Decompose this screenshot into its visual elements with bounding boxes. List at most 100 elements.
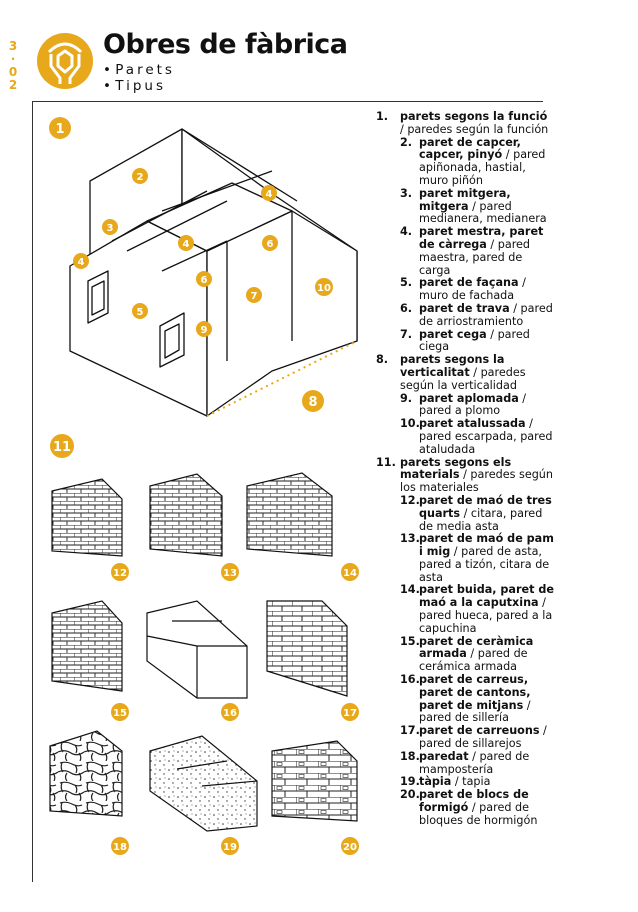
list-item-number: 1. — [376, 111, 388, 124]
list-item-number: 9. — [400, 393, 412, 406]
wall-illustrations — [50, 473, 357, 831]
svg-text:18: 18 — [113, 842, 127, 853]
list-item: 13.paret de maó de pam i mig / pared de … — [376, 533, 554, 584]
svg-text:15: 15 — [113, 708, 127, 719]
badge-4: 4 — [73, 253, 89, 269]
badge-7: 7 — [246, 287, 262, 303]
list-item-number: 5. — [400, 277, 412, 290]
list-item-number: 16. — [400, 674, 420, 687]
svg-text:9: 9 — [201, 325, 208, 336]
list-item: 2.paret de capcer, capcer, pinyó / pared… — [376, 137, 554, 188]
list-item-number: 2. — [400, 137, 412, 150]
list-item: 14.paret buida, paret de maó a la caputx… — [376, 584, 554, 635]
list-item: 12.paret de maó de tres quarts / citara,… — [376, 495, 554, 533]
list-item: 7.paret cega / pared ciega — [376, 329, 554, 355]
list-item-number: 15. — [400, 636, 420, 649]
list-item-number: 18. — [400, 751, 420, 764]
list-item: 5.paret de façana / muro de fachada — [376, 277, 554, 303]
list-item: 8.parets segons la verticalitat / parede… — [376, 354, 554, 392]
subtitle-list: Parets Tipus — [103, 62, 175, 94]
badge-14: 14 — [341, 563, 359, 581]
svg-text:17: 17 — [343, 708, 357, 719]
list-item-number: 3. — [400, 188, 412, 201]
list-item-term: parets segons la funció — [400, 110, 547, 123]
badge-10: 10 — [315, 278, 333, 296]
page-title: Obres de fàbrica — [103, 29, 348, 60]
list-item-term: paret de façana — [419, 276, 519, 289]
badge-9: 9 — [196, 321, 212, 337]
list-item-term: paret de carreus, paret de cantons, pare… — [419, 673, 530, 712]
svg-text:11: 11 — [53, 440, 71, 455]
list-item: 1. parets segons la funció / paredes segú… — [376, 111, 554, 137]
badge-8: 8 — [302, 390, 324, 412]
subtitle-item: Parets — [103, 62, 175, 78]
list-item: 16.paret de carreus, paret de cantons, p… — [376, 674, 554, 725]
svg-text:10: 10 — [317, 283, 331, 294]
list-item-term: paredat — [419, 750, 469, 763]
svg-text:1: 1 — [55, 122, 64, 137]
list-item: 18.paredat / pared de mampostería — [376, 751, 554, 777]
list-item: 4.paret mestra, paret de càrrega / pared… — [376, 226, 554, 277]
badge-11: 11 — [50, 434, 74, 458]
list-item-number: 7. — [400, 329, 412, 342]
list-item: 15.paret de ceràmica armada / pared de c… — [376, 636, 554, 674]
svg-text:7: 7 — [251, 291, 258, 302]
list-item-translation: / tapia — [451, 775, 490, 788]
badge-4: 4 — [178, 235, 194, 251]
badge-18: 18 — [111, 837, 129, 855]
svg-text:19: 19 — [223, 842, 237, 853]
badge-16: 16 — [221, 703, 239, 721]
svg-text:5: 5 — [137, 307, 144, 318]
list-item-number: 11. — [376, 457, 396, 470]
list-item: 11.parets segons els materials / paredes… — [376, 457, 554, 495]
list-item: 20.paret de blocs de formigó / pared de … — [376, 789, 554, 827]
list-item-term: paret de carreuons — [419, 724, 539, 737]
svg-text:3: 3 — [107, 223, 114, 234]
list-item-number: 12. — [400, 495, 420, 508]
illustrations: 1 2 3 4 4 4 5 6 6 7 8 9 10 11 12 13 14 1… — [32, 101, 372, 871]
badge-17: 17 — [341, 703, 359, 721]
badge-12: 12 — [111, 563, 129, 581]
svg-text:12: 12 — [113, 568, 127, 579]
badge-15: 15 — [111, 703, 129, 721]
list-item-number: 10. — [400, 418, 420, 431]
list-item-term: paret aplomada — [419, 392, 519, 405]
list-item-number: 4. — [400, 226, 412, 239]
svg-text:16: 16 — [223, 708, 237, 719]
list-item: 9.paret aplomada / pared a plomo — [376, 393, 554, 419]
badge-3: 3 — [102, 219, 118, 235]
list-item-number: 14. — [400, 584, 420, 597]
list-item-term: paret atalussada — [419, 417, 526, 430]
svg-text:2: 2 — [137, 172, 144, 183]
badge-2: 2 — [132, 168, 148, 184]
section-logo — [36, 32, 94, 90]
badge-1: 1 — [49, 117, 71, 139]
svg-text:4: 4 — [266, 189, 273, 200]
badge-19: 19 — [221, 837, 239, 855]
svg-text:6: 6 — [201, 275, 208, 286]
badge-6: 6 — [262, 235, 278, 251]
svg-text:14: 14 — [343, 568, 357, 579]
list-item-term: paret de trava — [419, 302, 510, 315]
section-code: 3·02 — [6, 40, 20, 92]
badge-4: 4 — [261, 185, 277, 201]
list-item: 17.paret de carreuons / pared de sillare… — [376, 725, 554, 751]
wall-types-list: 1. parets segons la funció / paredes segú… — [376, 111, 554, 828]
list-item-term: paret cega — [419, 328, 487, 341]
badge-20: 20 — [341, 837, 359, 855]
list-item: 3.paret mitgera, mitgera / pared mediane… — [376, 188, 554, 226]
list-item-number: 13. — [400, 533, 420, 546]
subtitle-item: Tipus — [103, 78, 175, 94]
badge-6: 6 — [196, 271, 212, 287]
svg-text:4: 4 — [183, 239, 190, 250]
list-item-term: tàpia — [419, 775, 451, 788]
svg-text:20: 20 — [343, 842, 357, 853]
house-illustration — [70, 129, 357, 416]
list-item: 6.paret de trava / pared de arriostramie… — [376, 303, 554, 329]
badge-13: 13 — [221, 563, 239, 581]
list-item-number: 20. — [400, 789, 420, 802]
list-item-number: 6. — [400, 303, 412, 316]
svg-text:8: 8 — [308, 395, 317, 410]
list-item: 10.paret atalussada / pared escarpada, p… — [376, 418, 554, 456]
list-item-translation: / paredes según la función — [400, 123, 548, 136]
